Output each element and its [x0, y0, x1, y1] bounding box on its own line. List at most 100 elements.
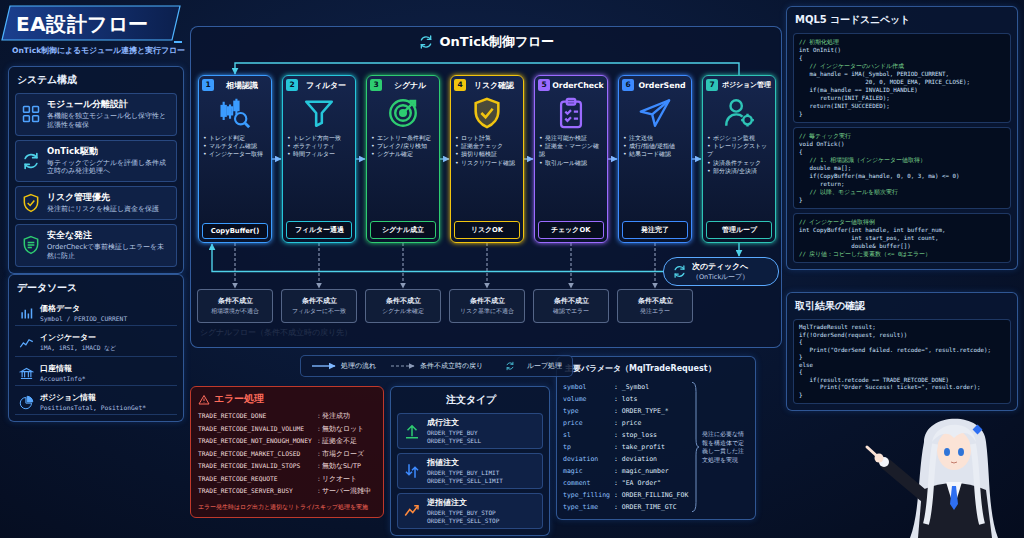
code-line: }: [799, 196, 1005, 204]
loop-connector: [738, 243, 739, 256]
card-title: 安全な発注: [47, 230, 171, 242]
icon: [418, 34, 434, 50]
icon: [19, 366, 34, 381]
icon: [21, 235, 41, 255]
code-line: if(result.retcode == TRADE_RETCODE_DONE): [799, 377, 1005, 385]
step-result-tag: シグナル成立: [370, 221, 436, 239]
step-bullet: • 取引ルール確認: [539, 159, 603, 167]
process-step: 3シグナル • エントリー条件判定• ブレイク/戻り検知• シグナル確定シグナル成…: [366, 75, 440, 243]
param-cell: type_time: [563, 501, 610, 513]
code-block: // インジケーター値取得例int CopyBuffer(int handle,…: [793, 213, 1011, 263]
code-line: // 初期化処理: [799, 38, 1005, 46]
process-step: 4リスク確認• ロット計算• 証拠金チェック• 損切り幅検証• リスクリワード確…: [450, 75, 524, 243]
step-bullet: • 注文送信: [623, 134, 687, 142]
fail-title: 条件不成立: [200, 296, 270, 306]
code-block: // 毎ティック実行void OnTick(){ // 1. 相場認識（インジケ…: [793, 127, 1011, 209]
step-bullet: • 証拠金・マージン確認: [539, 142, 603, 158]
step-bullet: • ロット計算: [455, 134, 519, 142]
panel-title: エラー処理: [214, 393, 264, 406]
code-line: else: [799, 362, 1005, 370]
step-bullet: • 発注可能か検証: [539, 134, 603, 142]
icon: [386, 96, 420, 130]
param-cell: : lots: [614, 393, 688, 405]
legend-entry: ループ処理: [497, 361, 562, 371]
code-line: // 以降、モジュールを順次実行: [799, 188, 1005, 196]
step-bullet: • 成行/指値/逆指値: [623, 142, 687, 150]
card-text: 毎ティックでシグナルを評価し条件成立時のみ発注処理へ: [47, 159, 171, 177]
step-number: 3: [370, 79, 382, 91]
step-bullet: • ブレイク/戻り検知: [371, 142, 435, 150]
code-name: ORDER_TYPE_BUY_LIMIT: [427, 469, 537, 476]
code-line: // 戻り値：コピーした要素数（<= 0はエラー）: [799, 250, 1005, 258]
step-bullet: • ポジション監視: [707, 134, 771, 142]
result-tag: リスクOK: [457, 225, 517, 235]
panel-title: システム構成: [15, 73, 177, 89]
legend-sample: [311, 361, 337, 371]
table-cell: : 発注成功: [318, 410, 371, 423]
row-title: 価格データ: [40, 304, 173, 314]
card-text: 各機能を独立モジュール化し保守性と拡張性を確保: [47, 112, 171, 130]
param-cell: : stop_loss: [614, 429, 688, 441]
step-bullet: • トレーリングストップ: [707, 142, 771, 158]
icon: [403, 462, 421, 480]
fail-text: リスク基準に不適合: [452, 307, 522, 316]
step-bullet: • エントリー条件判定: [371, 134, 435, 142]
code-line: if(CopyBuffer(ma_handle, 0, 0, 3, ma) <=…: [799, 172, 1005, 180]
param-cell: symbol: [563, 381, 610, 393]
system-panel: システム構成モジュール分離設計各機能を独立モジュール化し保守性と拡張性を確保On…: [8, 66, 184, 274]
icon: [302, 96, 336, 130]
flow-arrow: [524, 158, 533, 159]
step-result-tag: 発注完了: [622, 221, 688, 239]
fail-connector: [654, 243, 655, 288]
datasource-panel: データソース価格データSymbol / PERIOD_CURRENTインジケータ…: [8, 274, 184, 422]
params-panel: 主要パラメータ（MqlTradeRequest）symbol: _Symbolv…: [556, 356, 756, 520]
step-bullet: • トレンド判定: [203, 134, 267, 142]
step-title: シグナル: [384, 80, 436, 91]
param-cell: tp: [563, 441, 610, 453]
card-text: OrderCheckで事前検証しエラーを未然に防止: [47, 243, 171, 261]
step-result-tag: 管理ループ: [706, 221, 772, 239]
process-step: 7ポジション管理• ポジション監視• トレーリングストップ• 決済条件チェック•…: [702, 75, 776, 243]
param-cell: type_filling: [563, 489, 610, 501]
card-title: 成行注文: [427, 418, 537, 428]
subtitle: OnTick制御によるモジュール連携と実行フロー: [12, 46, 185, 56]
code-line: // インジケーターのハンドル作成: [799, 62, 1005, 70]
code-name: ORDER_TYPE_SELL: [427, 437, 537, 444]
legend-sample: [497, 361, 523, 371]
step-number: 7: [706, 79, 718, 91]
row-title: ポジション情報: [40, 393, 173, 403]
row-title: 口座情報: [40, 364, 173, 374]
diagram-title: EA設計フロー: [16, 11, 149, 38]
fail-box: 条件不成立発注エラー: [617, 289, 693, 323]
code-name: ORDER_TYPE_SELL_LIMIT: [427, 477, 537, 484]
step-bullet: • シグナル確定: [371, 150, 435, 158]
result-tag: シグナル成立: [373, 225, 433, 235]
step-number: 4: [454, 79, 466, 91]
step-bullet: • トレンド方向一致: [287, 134, 351, 142]
code-line: {: [799, 148, 1005, 156]
fail-title: 条件不成立: [284, 296, 354, 306]
param-cell: type: [563, 405, 610, 417]
icon: [672, 264, 687, 279]
param-cell: : magic_number: [614, 465, 688, 477]
fail-connector: [486, 243, 487, 288]
step-result-tag: フィルター通過: [286, 221, 352, 239]
code-line: return(INIT_FAILED);: [799, 94, 1005, 102]
fail-title: 条件不成立: [620, 296, 690, 306]
step-bullet: • 結果コード確認: [623, 150, 687, 158]
code-line: MqlTradeResult result;: [799, 324, 1005, 332]
flow-arrow: [356, 158, 365, 159]
param-cell: : ORDER_FILLING_FOK: [614, 489, 688, 501]
process-step: 5OrderCheck• 発注可能か検証• 証拠金・マージン確認• 取引ルール確…: [534, 75, 608, 243]
param-cell: sl: [563, 429, 610, 441]
step-bullet: • 時間フィルター: [287, 150, 351, 158]
bracket: [691, 381, 699, 513]
legend: 処理の流れ条件不成立時の戻りループ処理: [300, 355, 573, 377]
table-cell: : 無効なSL/TP: [318, 460, 371, 473]
fail-text: 発注エラー: [620, 307, 690, 316]
loop-connector: [212, 244, 663, 272]
fail-connector: [570, 243, 571, 288]
icon: [638, 96, 672, 130]
code-line: // 毎ティック実行: [799, 132, 1005, 140]
feature-card: モジュール分離設計各機能を独立モジュール化し保守性と拡張性を確保: [15, 93, 177, 136]
